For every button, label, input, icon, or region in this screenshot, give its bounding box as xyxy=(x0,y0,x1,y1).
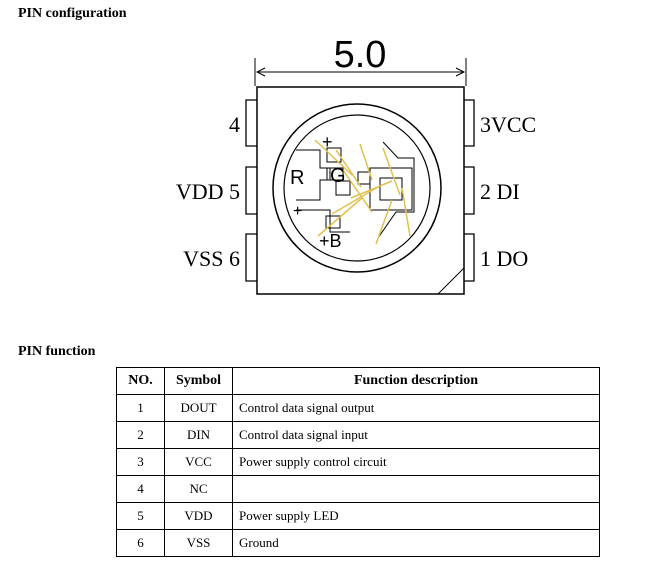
die-layout xyxy=(296,141,415,239)
cell-no: 5 xyxy=(116,502,165,530)
cell-no: 6 xyxy=(116,529,165,557)
die-label-r: R xyxy=(290,167,304,189)
bond-wires xyxy=(314,139,411,245)
pin-pad-5 xyxy=(245,166,257,215)
pin-pad-4 xyxy=(245,99,257,147)
cell-symbol: VCC xyxy=(164,448,233,476)
led-package-outline xyxy=(256,86,465,295)
header-no: NO. xyxy=(116,367,165,395)
cell-no: 3 xyxy=(116,448,165,476)
cell-description: Power supply LED xyxy=(232,502,600,530)
cell-no: 2 xyxy=(116,421,165,449)
pin-pad-1 xyxy=(464,233,475,282)
cell-description: Ground xyxy=(232,529,600,557)
cell-symbol: VDD xyxy=(164,502,233,530)
header-symbol: Symbol xyxy=(164,367,233,395)
pin-configuration-heading: PIN configuration xyxy=(18,6,127,21)
pin-configuration-diagram: 5.0 + xyxy=(176,34,536,295)
die-label-b: +B xyxy=(319,231,342,251)
pin-pad-6 xyxy=(245,233,257,282)
pin-label-vdd-5: VDD 5 xyxy=(176,179,240,204)
cell-symbol: NC xyxy=(164,475,233,503)
dimension-label: 5.0 xyxy=(334,34,387,76)
cell-no: 1 xyxy=(116,394,165,422)
pin-label-vss-6: VSS 6 xyxy=(183,246,240,271)
pin-label-3vcc: 3VCC xyxy=(480,112,536,137)
table-row: 3 VCC Power supply control circuit xyxy=(116,448,600,476)
cell-description: Power supply control circuit xyxy=(232,448,600,476)
table-row: 5 VDD Power supply LED xyxy=(116,502,600,530)
table-row: 2 DIN Control data signal input xyxy=(116,421,600,449)
die-label-plus-left: + xyxy=(293,203,302,220)
cell-symbol: DIN xyxy=(164,421,233,449)
pin-function-heading: PIN function xyxy=(18,344,96,359)
cell-symbol: DOUT xyxy=(164,394,233,422)
dimension-marker xyxy=(254,58,467,86)
pin-pads xyxy=(245,99,475,282)
pin-label-2-di: 2 DI xyxy=(480,179,520,204)
table-row: 6 VSS Ground xyxy=(116,529,600,557)
pin-function-table: NO. Symbol Function description 1 DOUT C… xyxy=(116,367,600,557)
cell-description: Control data signal output xyxy=(232,394,600,422)
cell-description xyxy=(232,475,600,503)
pin-label-4: 4 xyxy=(229,112,240,137)
die-label-plus-top: + xyxy=(322,132,333,152)
pin-pad-3 xyxy=(464,99,475,147)
table-row: 1 DOUT Control data signal output xyxy=(116,394,600,422)
die-label-g: G xyxy=(330,165,346,187)
cell-no: 4 xyxy=(116,475,165,503)
table-header-row: NO. Symbol Function description xyxy=(116,367,600,395)
cell-symbol: VSS xyxy=(164,529,233,557)
cell-description: Control data signal input xyxy=(232,421,600,449)
table-row: 4 NC xyxy=(116,475,600,503)
led-lens xyxy=(272,103,442,273)
pin-label-1-do: 1 DO xyxy=(480,246,528,271)
header-function-description: Function description xyxy=(232,367,600,395)
pin-pad-2 xyxy=(464,166,475,215)
